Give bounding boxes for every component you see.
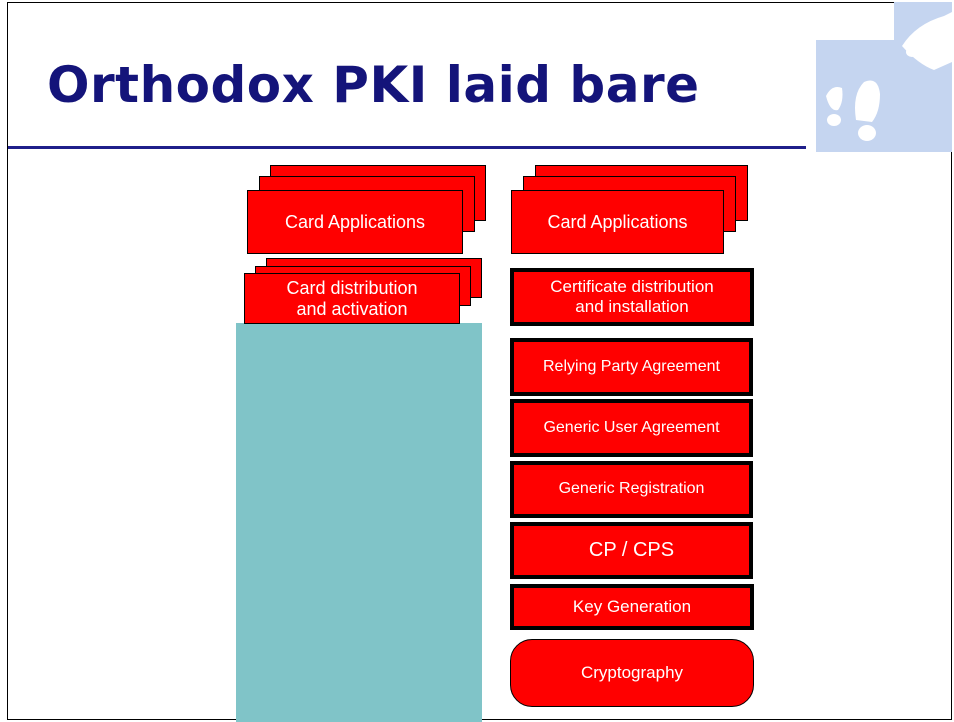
title-underline [8,146,806,149]
cp-cps-box: CP / CPS [510,522,753,579]
generic-registration-label: Generic Registration [558,480,705,498]
card-applications-right-label: Card Applications [547,211,688,232]
generic-registration-box: Generic Registration [510,461,753,518]
card-applications-right: Card Applications [511,190,724,254]
certificate-distribution-label: Certificate distribution and installatio… [550,277,714,316]
generic-user-box: Generic User Agreement [510,399,753,457]
card-distribution-left: Card distribution and activation [244,273,460,324]
cryptography-label: Cryptography [580,663,684,683]
generic-user-label: Generic User Agreement [543,418,720,436]
card-applications-left-label: Card Applications [284,211,426,232]
card-scope-overlay [236,323,482,722]
relying-party-box: Relying Party Agreement [510,338,753,396]
slide-title: Orthodox PKI laid bare [47,56,700,114]
certificate-distribution-box: Certificate distribution and installatio… [510,268,754,326]
key-generation-label: Key Generation [572,597,692,617]
card-applications-left: Card Applications [247,190,463,254]
card-distribution-left-label: Card distribution and activation [286,277,418,319]
key-generation-box: Key Generation [510,584,754,630]
cp-cps-label: CP / CPS [588,539,675,561]
cryptography-box: Cryptography [510,639,754,707]
relying-party-label: Relying Party Agreement [543,357,720,375]
footprints-icon [816,2,952,152]
